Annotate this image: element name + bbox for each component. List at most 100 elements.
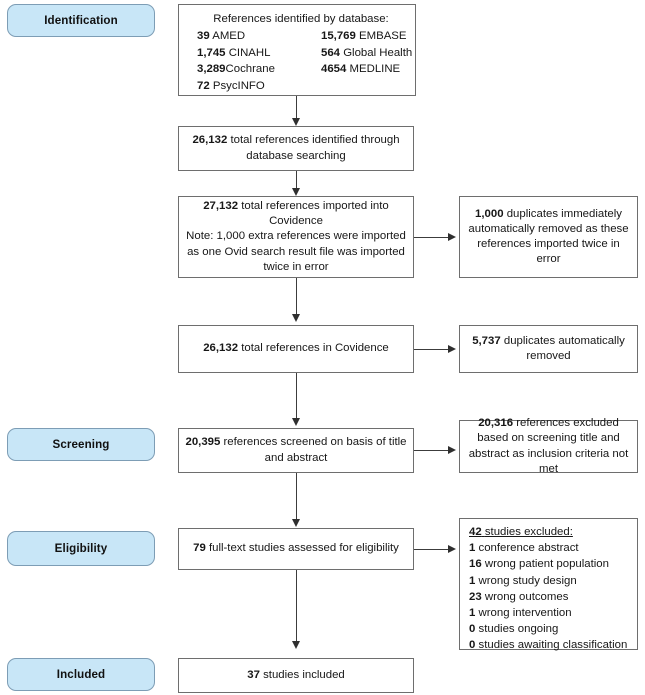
arrow-dup-immediate-line (414, 237, 450, 238)
arrow-dup-immediate-head (448, 232, 456, 241)
excluded-reason-awaiting-classification: 0 studies awaiting classification (469, 637, 627, 653)
stage-label-identification: Identification (7, 4, 155, 37)
database-entry-medline-count: 4654 (321, 63, 347, 76)
fulltext-assessed-box: 79 full-text studies assessed for eligib… (178, 528, 414, 570)
imported-covidence-box: 27,132 total references imported into Co… (178, 196, 414, 278)
database-entry-amed: 39 AMED (197, 29, 315, 44)
excluded-reason-conference-abstract: 1 conference abstract (469, 540, 579, 556)
arrow-dup-auto-line (414, 349, 450, 350)
database-entry-embase: 15,769 EMBASE (321, 29, 412, 44)
stage-label-screening: Screening (7, 428, 155, 461)
duplicates-auto-count: 5,737 (472, 334, 501, 347)
arrow-imported-line (296, 171, 297, 189)
database-entry-cochrane: 3,289Cochrane (197, 62, 315, 77)
arrow-fulltext-head (291, 519, 300, 527)
stage-label-identification-text: Identification (44, 14, 118, 27)
database-entry-cinahl-count: 1,745 (197, 46, 226, 59)
database-entry-psycinfo-count: 72 (197, 79, 210, 92)
stage-label-included: Included (7, 658, 155, 691)
identified-total-box: 26,132 total references identified throu… (178, 126, 414, 171)
databases-box-title: References identified by database: (213, 13, 389, 25)
arrow-excluded-list-line (414, 549, 450, 550)
stage-label-included-text: Included (56, 668, 106, 681)
duplicates-auto-label: duplicates automatically removed (503, 334, 625, 362)
arrow-covidence-total-head (291, 314, 300, 322)
database-entry-global-health-count: 564 (321, 46, 341, 59)
database-entry-cinahl-name: CINAHL (228, 46, 271, 59)
arrow-identified-line (296, 96, 297, 121)
screened-text: 20,395 references screened on basis of t… (185, 435, 407, 465)
database-entry-cinahl: 1,745 CINAHL (197, 46, 315, 61)
excluded-reason-wrong-outcomes: 23 wrong outcomes (469, 589, 568, 605)
database-entry-global-health-name: Global Health (343, 46, 413, 59)
database-entry-amed-count: 39 (197, 30, 210, 43)
duplicates-immediate-label: duplicates immediately automatically rem… (468, 207, 629, 266)
arrow-screen-excluded-line (414, 450, 450, 451)
database-entry-amed-name: AMED (212, 30, 246, 43)
database-entry-cochrane-name: Cochrane (225, 63, 275, 76)
covidence-total-box: 26,132 total references in Covidence (178, 325, 414, 373)
arrow-identified-head (291, 118, 300, 126)
stage-label-eligibility-text: Eligibility (54, 542, 108, 555)
identified-total-label: total references identified through data… (230, 134, 400, 162)
arrow-included-head (291, 641, 300, 649)
excluded-reason-wrong-intervention-count: 1 (469, 606, 476, 619)
screened-box: 20,395 references screened on basis of t… (178, 428, 414, 473)
arrow-excluded-list-head (448, 544, 456, 553)
excluded-reason-studies-ongoing-count: 0 (469, 623, 476, 636)
excluded-reason-awaiting-classification-count: 0 (469, 639, 476, 652)
excluded-reason-wrong-study-design-count: 1 (469, 574, 476, 587)
stage-label-screening-text: Screening (52, 438, 110, 451)
excluded-reasons-heading-label: studies excluded: (484, 526, 573, 538)
excluded-reason-wrong-study-design-label: wrong study design (478, 574, 577, 587)
database-entry-medline-name: MEDLINE (349, 63, 401, 76)
identified-total-count: 26,132 (192, 134, 228, 147)
duplicates-immediate-count: 1,000 (475, 207, 504, 220)
duplicates-immediate-text: 1,000 duplicates immediately automatical… (466, 207, 631, 267)
screened-label: references screened on basis of title an… (223, 436, 407, 464)
duplicates-immediate-box: 1,000 duplicates immediately automatical… (459, 196, 638, 278)
excluded-reason-wrong-intervention: 1 wrong intervention (469, 605, 572, 621)
excluded-reason-wrong-outcomes-label: wrong outcomes (484, 590, 569, 603)
database-entry-empty (321, 79, 412, 94)
databases-grid: 39 AMED 15,769 EMBASE 1,745 CINAHL 564 G… (197, 29, 412, 94)
database-entry-embase-name: EMBASE (359, 30, 407, 43)
duplicates-auto-box: 5,737 duplicates automatically removed (459, 325, 638, 373)
excluded-reason-conference-abstract-label: conference abstract (478, 542, 579, 555)
excluded-reason-wrong-population-label: wrong patient population (484, 558, 609, 571)
excluded-reason-wrong-intervention-label: wrong intervention (478, 606, 572, 619)
excluded-reasons-heading-count: 42 (469, 526, 482, 538)
database-entry-embase-count: 15,769 (321, 30, 356, 43)
arrow-screened-head (291, 418, 300, 426)
excluded-reasons-heading: 42 studies excluded: (469, 524, 573, 540)
screen-excluded-label: references excluded based on screening t… (468, 417, 629, 475)
excluded-reason-awaiting-classification-label: studies awaiting classification (478, 639, 628, 652)
included-studies-box: 37 studies included (178, 658, 414, 693)
arrow-screened-line (296, 373, 297, 419)
included-studies-label: studies included (263, 668, 345, 681)
arrow-imported-head (291, 188, 300, 196)
excluded-reason-wrong-population-count: 16 (469, 558, 482, 571)
fulltext-assessed-count: 79 (193, 542, 206, 555)
covidence-total-count: 26,132 (203, 342, 239, 355)
excluded-reason-wrong-outcomes-count: 23 (469, 590, 482, 603)
imported-covidence-count: 27,132 (203, 200, 239, 213)
arrow-covidence-total-line (296, 278, 297, 316)
arrow-dup-auto-head (448, 344, 456, 353)
excluded-reason-conference-abstract-count: 1 (469, 542, 476, 555)
identified-total-text: 26,132 total references identified throu… (185, 133, 407, 163)
arrow-screen-excluded-head (448, 445, 456, 454)
arrow-fulltext-line (296, 473, 297, 520)
imported-covidence-line1: 27,132 total references imported into Co… (185, 199, 407, 229)
screened-count: 20,395 (185, 436, 221, 449)
database-entry-medline: 4654 MEDLINE (321, 62, 412, 77)
excluded-reasons-box: 42 studies excluded: 1 conference abstra… (459, 518, 638, 653)
stage-label-eligibility: Eligibility (7, 531, 155, 566)
screen-excluded-box: 20,316 references excluded based on scre… (459, 417, 638, 475)
fulltext-assessed-text: 79 full-text studies assessed for eligib… (193, 541, 399, 556)
imported-covidence-label: total references imported into Covidence (241, 200, 389, 228)
databases-box: References identified by database: 39 AM… (178, 4, 416, 96)
imported-covidence-note: Note: 1,000 extra references were import… (186, 230, 406, 273)
included-studies-text: 37 studies included (247, 668, 345, 683)
imported-covidence-text: 27,132 total references imported into Co… (185, 199, 407, 274)
